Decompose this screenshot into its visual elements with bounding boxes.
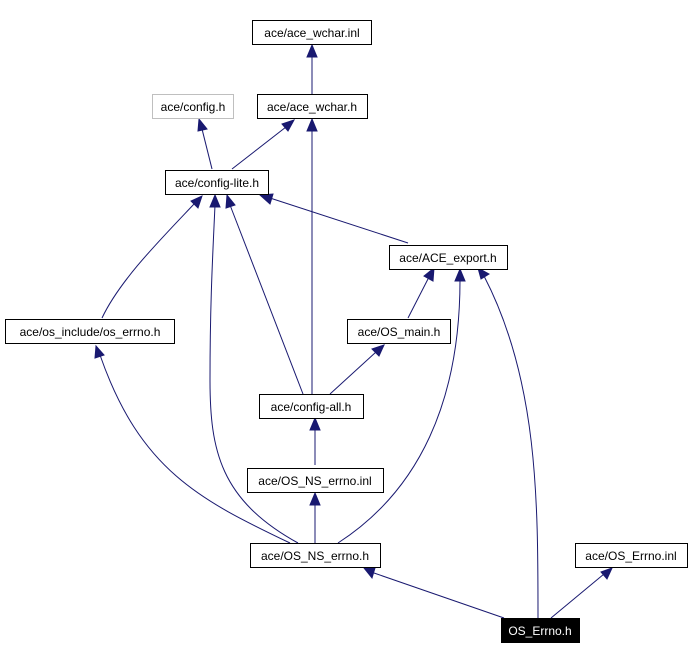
edge-os-ns-errno-to-ace-export [337, 279, 461, 544]
arrow-head [600, 567, 613, 580]
arrow-head [281, 119, 296, 132]
node-label: ace/ACE_export.h [399, 251, 496, 265]
arrow-head [209, 193, 221, 208]
arrow-head [190, 195, 203, 209]
node-label: OS_Errno.h [508, 624, 571, 638]
edge-os-include-os-errno-to-config-lite [101, 202, 196, 319]
edge-os-ns-errno-to-config-lite [209, 204, 299, 544]
node-label: ace/config-all.h [271, 400, 352, 414]
arrow-head [306, 117, 318, 132]
node-label: ace/ace_wchar.inl [264, 26, 359, 40]
node-os-errno-h-current[interactable]: OS_Errno.h [501, 618, 580, 643]
arrow-head [309, 491, 321, 506]
node-os-main-h[interactable]: ace/OS_main.h [347, 319, 451, 344]
node-label: ace/ace_wchar.h [267, 100, 357, 114]
node-label: ace/config-lite.h [175, 176, 259, 190]
edge-config-all-to-os-main [329, 351, 377, 395]
arrow-head [423, 266, 435, 282]
edge-os-errno-to-os-ns-errno [373, 572, 505, 619]
node-label: ace/OS_main.h [358, 325, 441, 339]
node-ace-wchar-inl[interactable]: ace/ace_wchar.inl [252, 20, 372, 45]
edge-os-errno-to-ace-export [483, 275, 539, 619]
edge-os-main-to-ace-export [407, 276, 430, 319]
arrow-head [197, 117, 208, 132]
node-os-ns-errno-h[interactable]: ace/OS_NS_errno.h [250, 543, 381, 568]
node-config-h[interactable]: ace/config.h [152, 94, 234, 119]
node-config-lite-h[interactable]: ace/config-lite.h [165, 170, 269, 195]
node-label: ace/OS_NS_errno.h [261, 549, 369, 563]
arrow-head [306, 43, 318, 58]
edge-ace-export-to-config-lite [269, 197, 409, 244]
edge-config-all-to-config-lite [229, 204, 304, 395]
node-label: ace/OS_NS_errno.inl [258, 474, 371, 488]
edge-os-ns-errno-to-os-include-os-errno [99, 354, 291, 544]
edge-config-lite-to-config [201, 128, 213, 170]
node-os-include-os-errno-h[interactable]: ace/os_include/os_errno.h [5, 319, 175, 344]
edge-os-errno-to-os-errno-inl [550, 573, 605, 619]
arrow-head [362, 567, 376, 580]
file-nodes: ace/ace_wchar.inl ace/config.h ace/ace_w… [5, 20, 688, 643]
arrow-head [477, 266, 490, 280]
edge-config-lite-to-ace-wchar [231, 126, 287, 170]
node-config-all-h[interactable]: ace/config-all.h [259, 394, 364, 419]
node-ace-export-h[interactable]: ace/ACE_export.h [389, 245, 508, 270]
arrow-head [258, 193, 274, 205]
node-label: ace/OS_Errno.inl [585, 549, 676, 563]
node-os-ns-errno-inl[interactable]: ace/OS_NS_errno.inl [247, 468, 384, 493]
arrow-head [309, 416, 321, 431]
node-ace-wchar-h[interactable]: ace/ace_wchar.h [257, 94, 368, 119]
arrow-head [371, 344, 385, 357]
node-label: ace/os_include/os_errno.h [20, 325, 161, 339]
arrow-head [94, 344, 105, 359]
node-label: ace/config.h [161, 100, 226, 114]
arrow-head [454, 267, 466, 282]
node-os-errno-inl[interactable]: ace/OS_Errno.inl [575, 543, 688, 568]
dependency-edges [94, 43, 613, 619]
arrow-head [225, 193, 236, 209]
